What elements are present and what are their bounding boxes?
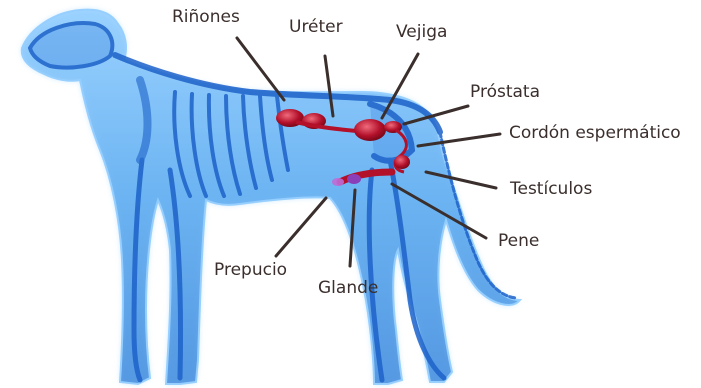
bladder-shape: [354, 119, 386, 141]
label-vejiga: Vejiga: [396, 24, 447, 41]
testicle-shape: [394, 155, 410, 169]
label-pene: Pene: [498, 233, 539, 250]
pointer-prepucio: [276, 198, 326, 256]
label-prostata: Próstata: [470, 84, 540, 101]
label-rinones: Riñones: [172, 9, 240, 26]
label-prepucio: Prepucio: [214, 262, 287, 279]
dog-body: [22, 10, 520, 384]
label-testiculos: Testículos: [510, 181, 592, 198]
label-cordon: Cordón espermático: [509, 125, 681, 142]
label-ureter: Uréter: [289, 19, 343, 36]
prepuce-shape: [332, 178, 344, 186]
label-glande: Glande: [318, 280, 378, 297]
glans-shape: [347, 174, 361, 184]
